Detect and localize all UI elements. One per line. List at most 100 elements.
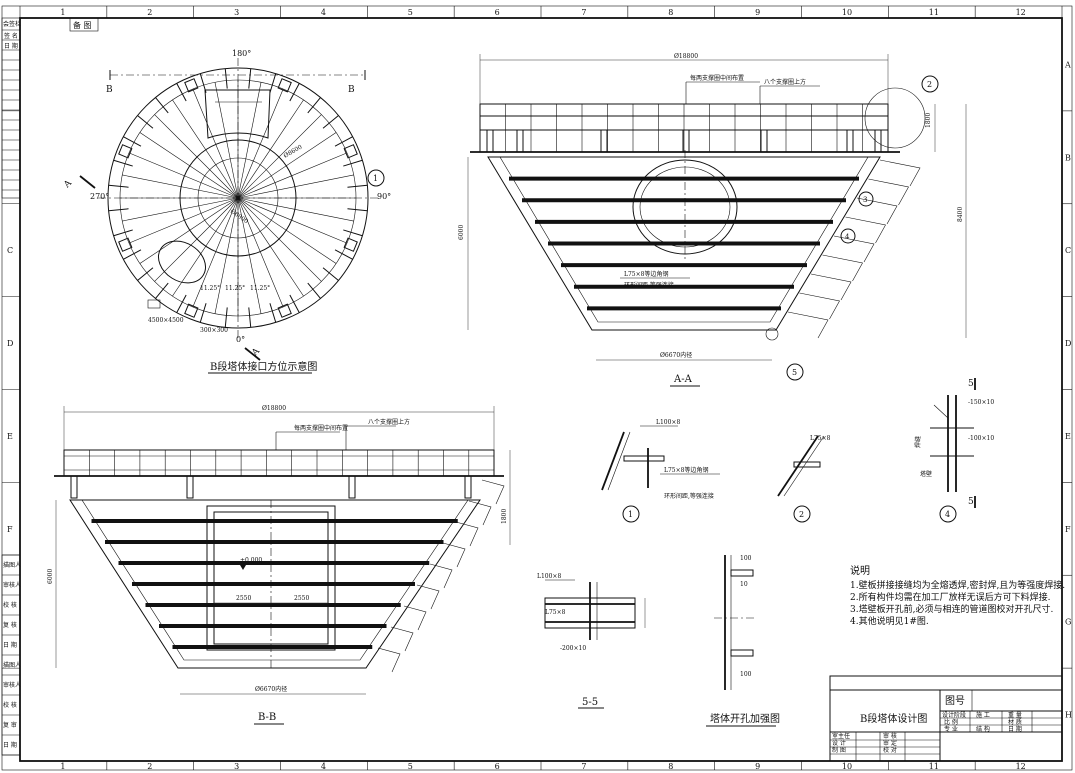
aa-leg — [600, 129, 608, 153]
plan-rib — [343, 159, 363, 167]
reinforce-label-3: 100 — [740, 671, 752, 678]
plan-rib — [113, 229, 133, 237]
aa-stair-step — [799, 292, 840, 320]
aa-stiffener-ring — [548, 241, 820, 246]
bb-bottom-dim: Ø6670内径 — [255, 685, 287, 693]
plan-rib — [224, 68, 228, 89]
plan-rib — [322, 115, 339, 129]
plan-support-lug — [184, 303, 199, 318]
plan-view: B B 180° 270° 90° 0° A A 1 11.25° 11.25°… — [62, 49, 391, 374]
bb-leg — [186, 475, 194, 499]
archive-label: 备 图 — [73, 20, 92, 30]
plan-label-7: 300×300 — [200, 327, 228, 334]
detail-4-note-2: -100×10 — [968, 435, 994, 442]
plan-ray — [154, 197, 239, 282]
archive-box — [69, 17, 99, 32]
tb-r5: 材 质 — [1008, 718, 1022, 726]
plan-rib — [199, 303, 207, 323]
plan-rib — [347, 208, 368, 212]
frame-col-label-top: 6 — [495, 8, 500, 17]
plan-rib — [224, 307, 228, 328]
strip-bottom-label: 审核人 — [3, 681, 21, 689]
section-bb-view: 2550 2550 ±0.000 Ø18800 Ø6670内径 6000 180… — [47, 405, 511, 725]
strip-bottom-label: 描图人 — [3, 661, 21, 669]
title-block: B段塔体设计图 图号 设计阶段 施 工 重 量 比 例 材 质 专 业 结 构 … — [829, 675, 1063, 762]
bb-caption: B-B — [258, 712, 276, 723]
plan-support-lug — [118, 144, 133, 159]
tb-r1: 设计阶段 — [942, 711, 966, 719]
plan-ray — [122, 197, 239, 222]
frame-row-label-right: C — [1065, 246, 1071, 255]
bb-leg — [348, 475, 356, 499]
bb-top-dim: Ø18800 — [262, 405, 286, 412]
tb-l2: 审 核 — [883, 732, 897, 740]
plan-caption: B段塔体接口方位示意图 — [210, 360, 317, 373]
aa-stair-step — [833, 235, 875, 263]
title-drawing-name: B段塔体设计图 — [860, 712, 927, 725]
frame-col-label-bottom: 10 — [842, 762, 852, 771]
strip-bottom-label: 描图人 — [3, 561, 21, 569]
plan-ray — [214, 82, 239, 199]
frame-row-label-right: D — [1065, 339, 1071, 348]
frame-col-label-bottom: 4 — [321, 762, 326, 771]
frame-col-label-top: 4 — [321, 8, 326, 17]
frame-row-label-left: F — [7, 525, 13, 534]
detail-4-note-3: 塔壁 — [920, 470, 932, 478]
frame-col-label-bottom: 1 — [60, 762, 65, 771]
plan-ray — [237, 197, 354, 222]
tb-r3: 重 量 — [1008, 711, 1022, 719]
aa-leg — [516, 129, 524, 153]
tb-l1: 室主任 — [832, 732, 850, 740]
aa-stair-step — [879, 159, 921, 187]
plan-ray — [237, 88, 284, 199]
reinforcement-view: 100 10 100 塔体开孔加强图 — [706, 555, 780, 727]
aa-leg — [846, 129, 854, 153]
s55-label-2: L75×8 — [545, 609, 566, 616]
tb-l4: 设 计 — [832, 739, 846, 747]
frame-col-label-top: 3 — [234, 8, 239, 17]
frame-col-label-bottom: 5 — [408, 762, 413, 771]
plan-ray — [237, 174, 354, 199]
bb-stiffener-ring — [118, 561, 430, 565]
notes-item-2: 2.所有构件均需在加工厂放样无误后方可下料焊接. — [850, 591, 1051, 603]
aa-leg — [486, 129, 494, 153]
left-strip-date: 日 期 — [4, 42, 18, 50]
plan-rib — [307, 282, 321, 299]
plan-rib — [108, 208, 129, 212]
strip-bottom-label: 审核人 — [3, 581, 21, 589]
plan-label-6: 4500×4500 — [148, 317, 184, 324]
aa-balloon-2: 2 — [927, 80, 932, 89]
plan-ray — [139, 197, 239, 264]
frame-col-label-top: 10 — [842, 8, 852, 17]
plan-ray — [128, 197, 239, 244]
frame-row-label-left: E — [7, 432, 13, 441]
aa-balloon-5: 5 — [792, 368, 797, 377]
plan-rib — [176, 83, 187, 102]
detail-2-balloon: 2 — [799, 510, 804, 519]
frame-col-label-top: 1 — [60, 8, 65, 17]
detail-4: -150×10 -100×10 塔壁 焊缝 5 5 4 — [914, 378, 994, 523]
frame-col-label-top: 12 — [1016, 8, 1026, 17]
plan-angle-left: 270° — [90, 192, 109, 201]
tb-l5: 制 图 — [832, 746, 846, 754]
s55-caption: 5-5 — [582, 697, 598, 708]
plan-section-b-left: B — [106, 85, 113, 95]
plan-support-lug — [343, 144, 358, 159]
plan-section-b-right: B — [348, 85, 355, 95]
plan-rib — [334, 249, 353, 260]
plan-label-3: 11.25° — [250, 285, 270, 292]
aa-stiffener-ring — [574, 284, 794, 289]
frame-col-label-bottom: 8 — [668, 762, 673, 771]
plan-ray — [154, 114, 239, 199]
detail-4-note-1: -150×10 — [968, 399, 994, 406]
aa-stiffener-ring — [561, 263, 807, 268]
notes-heading: 说明 — [850, 564, 870, 577]
plan-rib — [108, 184, 129, 188]
frame-row-label-right: B — [1065, 153, 1071, 162]
bb-stair-step — [455, 521, 479, 547]
title-drawing-no-label: 图号 — [945, 695, 965, 707]
strip-bottom-label: 日 期 — [3, 741, 17, 749]
frame-col-label-top: 7 — [581, 8, 586, 17]
detail-1-balloon: 1 — [628, 510, 633, 519]
plan-ray — [237, 197, 262, 314]
